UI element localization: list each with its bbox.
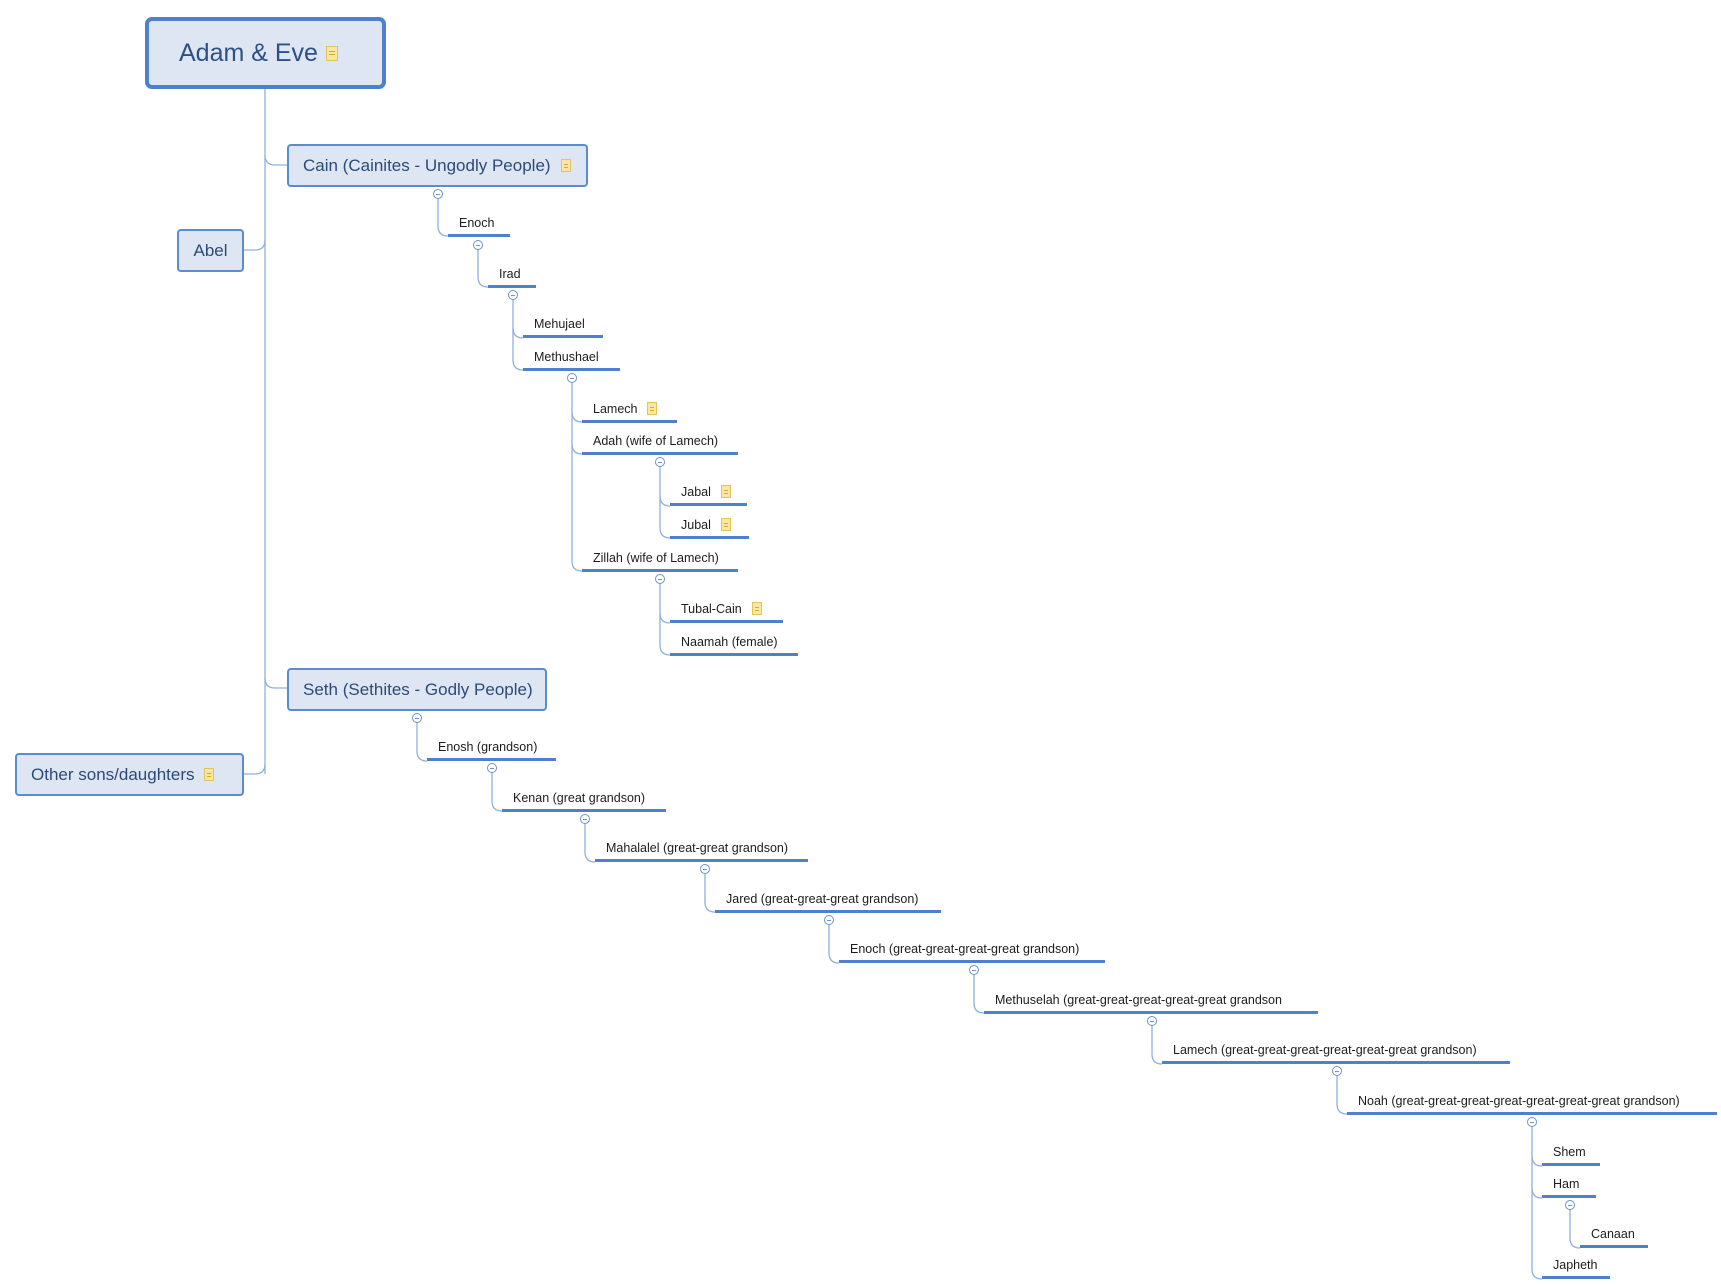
subtopic-irad[interactable]: Irad (488, 262, 536, 288)
subtopic-label: Mehujael (534, 316, 585, 331)
subtopic-enoch-cainite[interactable]: Enoch (448, 211, 510, 237)
subtopic-naamah[interactable]: Naamah (female) (670, 630, 798, 656)
topic-cain-label: Cain (Cainites - Ungodly People) (303, 155, 551, 175)
topic-seth-label: Seth (Sethites - Godly People) (303, 679, 533, 699)
collapse-toggle-icon[interactable] (473, 240, 483, 250)
subtopic-label: Mahalalel (great-great grandson) (606, 840, 789, 855)
subtopic-label: Zillah (wife of Lamech) (593, 550, 719, 565)
subtopic-label: Adah (wife of Lamech) (593, 433, 719, 448)
subtopic-mahalalel[interactable]: Mahalalel (great-great grandson) (595, 836, 808, 862)
subtopic-enosh[interactable]: Enosh (grandson) (427, 735, 556, 761)
subtopic-label: Lamech (593, 401, 638, 416)
collapse-toggle-icon[interactable] (433, 189, 443, 199)
subtopic-canaan[interactable]: Canaan (1580, 1222, 1648, 1248)
subtopic-mehujael[interactable]: Mehujael (523, 312, 603, 338)
topic-cain[interactable]: Cain (Cainites - Ungodly People) (287, 144, 588, 187)
subtopic-label: Enosh (grandson) (438, 739, 538, 754)
subtopic-shem[interactable]: Shem (1542, 1140, 1600, 1166)
root-topic[interactable]: Adam & Eve (145, 17, 386, 89)
note-icon[interactable] (325, 45, 338, 61)
collapse-toggle-icon[interactable] (1332, 1066, 1342, 1076)
topic-abel-label: Abel (193, 240, 228, 260)
root-topic-label: Adam & Eve (179, 38, 318, 67)
note-icon[interactable] (720, 518, 731, 531)
subtopic-enoch-sethite[interactable]: Enoch (great-great-great-great grandson) (839, 937, 1105, 963)
topic-seth[interactable]: Seth (Sethites - Godly People) (287, 668, 547, 711)
subtopic-label: Tubal-Cain (681, 601, 742, 616)
collapse-toggle-icon[interactable] (567, 373, 577, 383)
subtopic-label: Methushael (534, 349, 599, 364)
collapse-toggle-icon[interactable] (655, 574, 665, 584)
subtopic-label: Jabal (681, 484, 711, 499)
subtopic-label: Jubal (681, 517, 711, 532)
collapse-toggle-icon[interactable] (1565, 1200, 1575, 1210)
note-icon[interactable] (720, 485, 731, 498)
subtopic-label: Noah (great-great-great-great-great-grea… (1358, 1093, 1680, 1108)
subtopic-label: Shem (1553, 1144, 1586, 1159)
collapse-toggle-icon[interactable] (412, 713, 422, 723)
note-icon[interactable] (647, 402, 658, 415)
subtopic-label: Canaan (1591, 1226, 1635, 1241)
subtopic-zillah[interactable]: Zillah (wife of Lamech) (582, 546, 738, 572)
subtopic-label: Methuselah (great-great-great-great-grea… (995, 992, 1282, 1007)
subtopic-adah[interactable]: Adah (wife of Lamech) (582, 429, 738, 455)
subtopic-kenan[interactable]: Kenan (great grandson) (502, 786, 666, 812)
subtopic-noah[interactable]: Noah (great-great-great-great-great-grea… (1347, 1089, 1717, 1115)
collapse-toggle-icon[interactable] (508, 290, 518, 300)
note-icon[interactable] (560, 159, 571, 172)
subtopic-label: Irad (499, 266, 521, 281)
subtopic-label: Ham (1553, 1176, 1580, 1191)
subtopic-methushael[interactable]: Methushael (523, 345, 620, 371)
subtopic-methuselah[interactable]: Methuselah (great-great-great-great-grea… (984, 988, 1318, 1014)
subtopic-jared[interactable]: Jared (great-great-great grandson) (715, 887, 941, 913)
subtopic-japheth[interactable]: Japheth (1542, 1253, 1610, 1279)
subtopic-lamech-cainite[interactable]: Lamech (582, 397, 677, 423)
subtopic-label: Naamah (female) (681, 634, 778, 649)
subtopic-label: Jared (great-great-great grandson) (726, 891, 919, 906)
subtopic-jabal[interactable]: Jabal (670, 480, 747, 506)
topic-other-sons-daughters[interactable]: Other sons/daughters (15, 753, 244, 796)
collapse-toggle-icon[interactable] (580, 814, 590, 824)
subtopic-label: Enoch (great-great-great-great grandson) (850, 941, 1080, 956)
subtopic-lamech-sethite[interactable]: Lamech (great-great-great-great-great-gr… (1162, 1038, 1510, 1064)
collapse-toggle-icon[interactable] (1147, 1016, 1157, 1026)
topic-other-label: Other sons/daughters (31, 764, 195, 784)
note-icon[interactable] (751, 602, 762, 615)
collapse-toggle-icon[interactable] (487, 763, 497, 773)
note-icon[interactable] (204, 768, 215, 781)
collapse-toggle-icon[interactable] (655, 457, 665, 467)
collapse-toggle-icon[interactable] (700, 864, 710, 874)
subtopic-tubal-cain[interactable]: Tubal-Cain (670, 597, 783, 623)
topic-abel[interactable]: Abel (177, 229, 244, 272)
subtopic-label: Japheth (1553, 1257, 1598, 1272)
subtopic-label: Enoch (459, 215, 495, 230)
collapse-toggle-icon[interactable] (1527, 1117, 1537, 1127)
collapse-toggle-icon[interactable] (824, 915, 834, 925)
collapse-toggle-icon[interactable] (969, 965, 979, 975)
subtopic-label: Lamech (great-great-great-great-great-gr… (1173, 1042, 1477, 1057)
subtopic-label: Kenan (great grandson) (513, 790, 646, 805)
subtopic-ham[interactable]: Ham (1542, 1172, 1596, 1198)
subtopic-jubal[interactable]: Jubal (670, 513, 749, 539)
